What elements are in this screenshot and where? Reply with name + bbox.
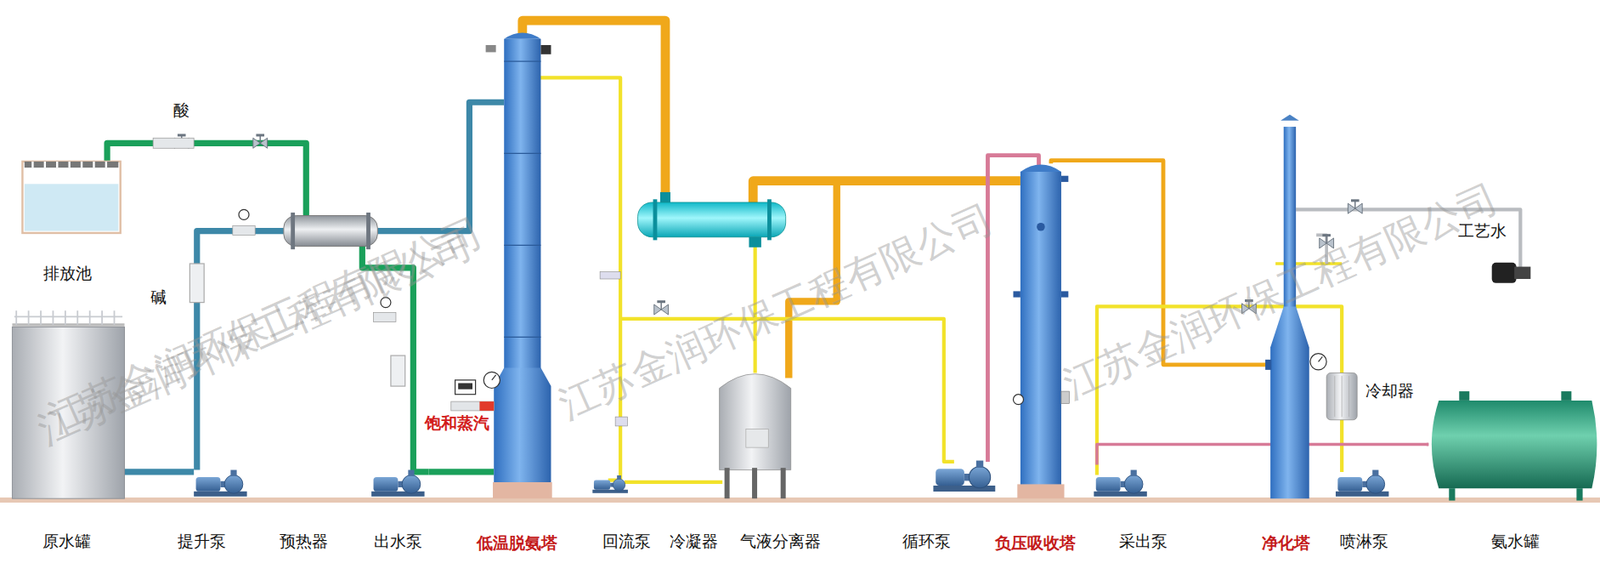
equipment-name: 循环泵 bbox=[902, 531, 951, 550]
equipment-name: 采出泵 bbox=[1119, 531, 1168, 550]
equipment-name: 出水泵 bbox=[373, 531, 423, 550]
part-label: 碱 bbox=[150, 288, 167, 306]
equipment-name: 回流泵 bbox=[602, 531, 651, 550]
equipment-name: 氨水罐 bbox=[1491, 531, 1540, 550]
equipment-name: 原水罐 bbox=[42, 531, 91, 550]
equipment-name: 负压吸收塔 bbox=[995, 533, 1076, 552]
equipment-name: 冷凝器 bbox=[669, 531, 719, 550]
part-label: 酸 bbox=[173, 101, 190, 119]
equipment-name: 喷淋泵 bbox=[1339, 531, 1389, 550]
part-label: 饱和蒸汽 bbox=[424, 413, 490, 432]
equipment-name: 提升泵 bbox=[177, 531, 227, 550]
equipment-name: 净化塔 bbox=[1261, 533, 1311, 552]
equipment-name: 气液分离器 bbox=[740, 531, 821, 550]
equipment-name: 低温脱氨塔 bbox=[476, 533, 558, 552]
equipment-name: 预热器 bbox=[279, 531, 328, 550]
part-label: 冷却器 bbox=[1365, 381, 1414, 400]
part-label: 排放池 bbox=[43, 264, 92, 283]
